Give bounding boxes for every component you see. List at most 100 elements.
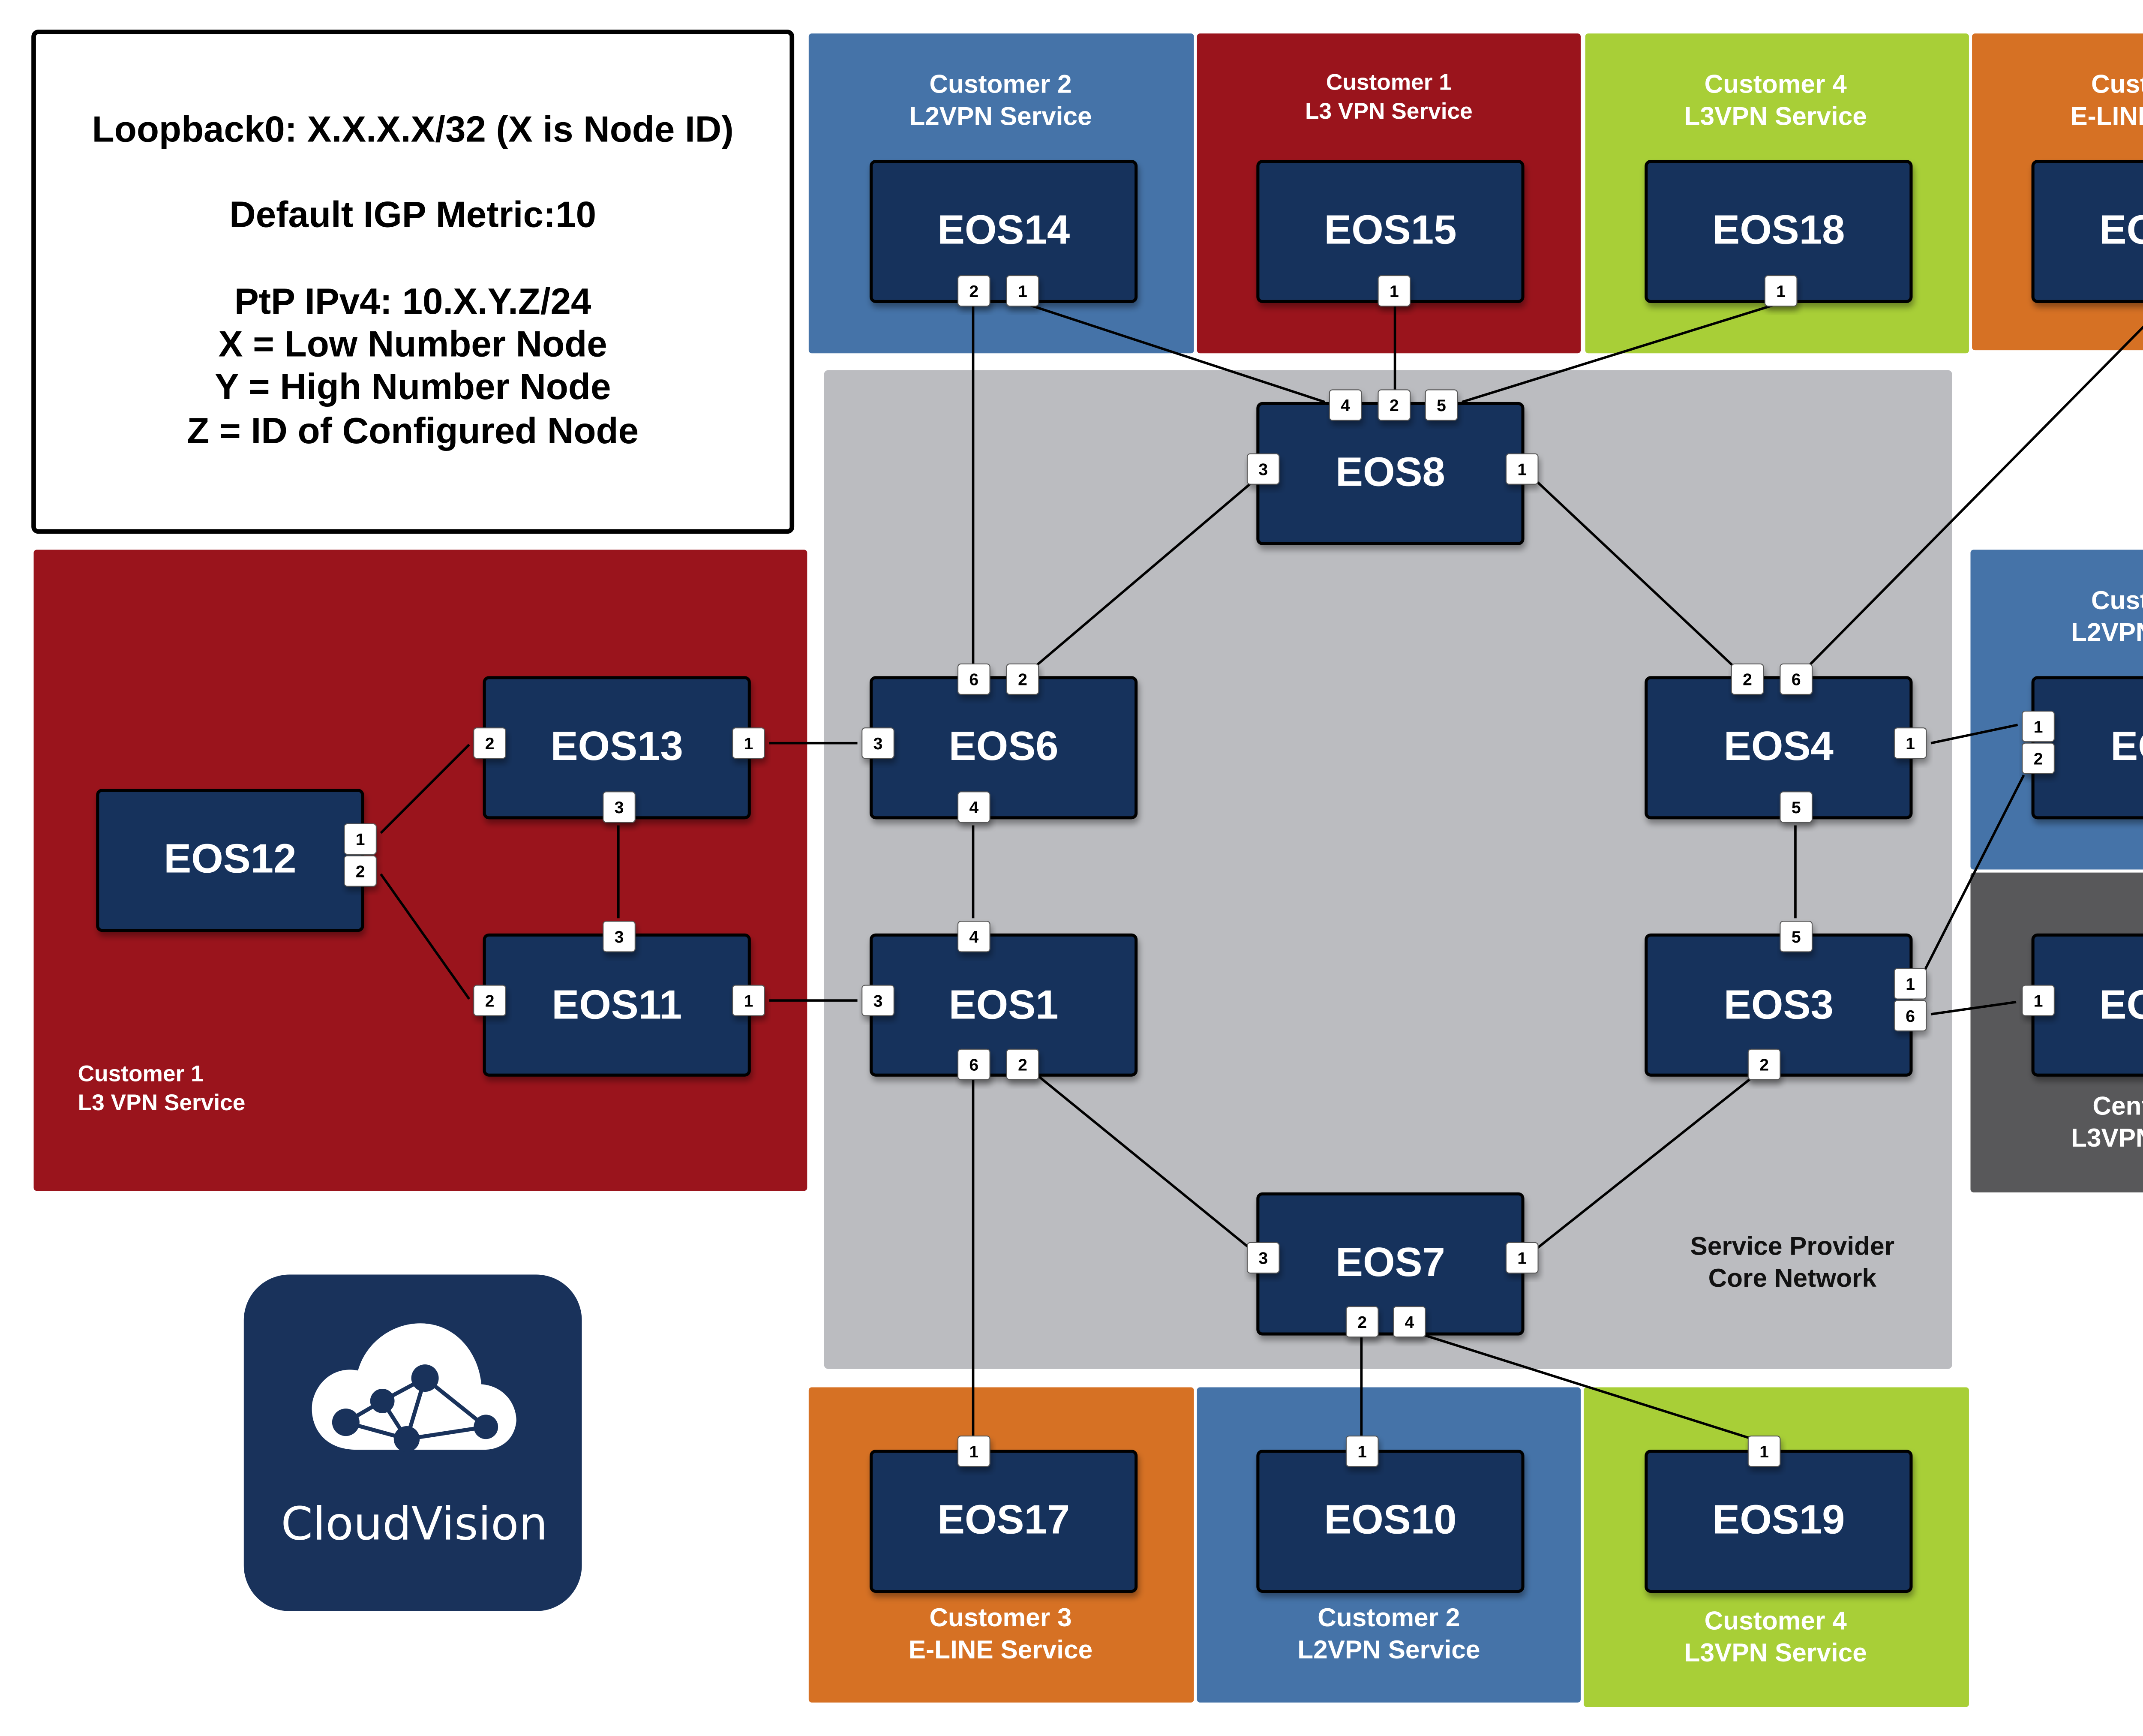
- svg-text:2: 2: [1743, 671, 1752, 689]
- node-label: EOS16: [2099, 207, 2143, 252]
- link-eos12-eos13: [380, 744, 470, 834]
- svg-text:1: 1: [356, 831, 365, 849]
- node-eos12[interactable]: EOS12: [96, 789, 364, 932]
- port-eos13-1[interactable]: 1: [732, 727, 765, 759]
- port-eos11-3[interactable]: 3: [603, 921, 636, 952]
- port-eos1-6[interactable]: 6: [957, 1048, 990, 1080]
- svg-text:6: 6: [1792, 671, 1801, 689]
- port-eos17-1[interactable]: 1: [957, 1436, 990, 1467]
- port-eos7-1[interactable]: 1: [1505, 1242, 1539, 1274]
- panel-label: L2VPN Service: [909, 101, 1092, 130]
- port-eos20-1[interactable]: 1: [2022, 985, 2055, 1016]
- port-eos8-4[interactable]: 4: [1329, 389, 1362, 421]
- svg-text:2: 2: [356, 862, 365, 881]
- node-eos15[interactable]: EOS15: [1256, 160, 1525, 303]
- svg-text:2: 2: [2034, 750, 2043, 768]
- port-eos14-2[interactable]: 2: [957, 275, 990, 307]
- svg-text:4: 4: [1405, 1313, 1414, 1332]
- panel-label: Customer 2: [929, 69, 1072, 99]
- svg-text:6: 6: [969, 671, 978, 689]
- panel-label: Customer 1: [1326, 70, 1452, 95]
- port-eos7-4[interactable]: 4: [1393, 1306, 1426, 1338]
- port-eos15-1[interactable]: 1: [1378, 275, 1411, 307]
- port-eos4-2[interactable]: 2: [1731, 663, 1764, 695]
- port-eos8-5[interactable]: 5: [1425, 389, 1458, 421]
- node-label: EOS9: [2110, 723, 2143, 769]
- node-eos11[interactable]: EOS11: [483, 933, 751, 1077]
- node-eos6[interactable]: EOS6: [869, 676, 1138, 820]
- node-eos17[interactable]: EOS17: [869, 1450, 1138, 1593]
- panel-label: E-LINE Service: [909, 1635, 1093, 1664]
- port-eos8-1[interactable]: 1: [1505, 453, 1539, 485]
- port-eos3-1[interactable]: 1: [1894, 968, 1927, 1000]
- panel-label: Customer 2: [1318, 1603, 1460, 1632]
- svg-text:6: 6: [1906, 1007, 1915, 1026]
- port-eos3-5[interactable]: 5: [1780, 921, 1813, 952]
- node-label: EOS13: [551, 723, 683, 769]
- port-eos9-1[interactable]: 1: [2022, 711, 2055, 742]
- port-eos6-2[interactable]: 2: [1006, 663, 1039, 695]
- svg-text:1: 1: [1517, 460, 1527, 479]
- port-eos6-3[interactable]: 3: [861, 727, 894, 759]
- panel-label: L3VPN Service: [1684, 101, 1867, 130]
- node-eos1[interactable]: EOS1: [869, 933, 1138, 1077]
- panel-label: Centralized: [2092, 1091, 2143, 1120]
- port-eos7-3[interactable]: 3: [1246, 1242, 1280, 1274]
- port-eos13-3[interactable]: 3: [603, 791, 636, 823]
- node-eos20[interactable]: EOS20: [2031, 933, 2143, 1077]
- svg-text:1: 1: [744, 735, 753, 753]
- node-eos18[interactable]: EOS18: [1645, 160, 1913, 303]
- port-eos11-2[interactable]: 2: [473, 985, 506, 1016]
- panel-label: L2VPN Service: [1297, 1635, 1480, 1664]
- svg-text:5: 5: [1437, 396, 1446, 415]
- port-eos12-2[interactable]: 2: [344, 855, 377, 887]
- port-eos12-1[interactable]: 1: [344, 823, 377, 855]
- svg-text:1: 1: [969, 1443, 978, 1461]
- node-eos10[interactable]: EOS10: [1256, 1450, 1525, 1593]
- port-eos8-3[interactable]: 3: [1246, 453, 1280, 485]
- svg-text:1: 1: [1906, 735, 1915, 753]
- svg-text:3: 3: [615, 799, 624, 817]
- port-eos6-6[interactable]: 6: [957, 663, 990, 695]
- port-eos11-1[interactable]: 1: [732, 985, 765, 1016]
- port-eos14-1[interactable]: 1: [1006, 275, 1039, 307]
- link-eos7-eos19: [1425, 1334, 1753, 1440]
- port-eos1-2[interactable]: 2: [1006, 1048, 1039, 1080]
- node-eos4[interactable]: EOS4: [1645, 676, 1913, 820]
- svg-text:3: 3: [873, 735, 883, 753]
- node-eos8[interactable]: EOS8: [1256, 402, 1525, 545]
- port-eos1-3[interactable]: 3: [861, 985, 894, 1016]
- port-eos4-5[interactable]: 5: [1780, 791, 1813, 823]
- port-eos1-4[interactable]: 4: [957, 921, 990, 952]
- port-eos10-1[interactable]: 1: [1345, 1436, 1379, 1467]
- node-eos13[interactable]: EOS13: [483, 676, 751, 820]
- port-eos4-6[interactable]: 6: [1780, 663, 1813, 695]
- port-eos3-2[interactable]: 2: [1747, 1048, 1781, 1080]
- port-eos4-1[interactable]: 1: [1894, 727, 1927, 759]
- panel-label: Customer 4: [1705, 1606, 1847, 1635]
- svg-text:2: 2: [1357, 1313, 1367, 1332]
- port-eos13-2[interactable]: 2: [473, 727, 506, 759]
- link-eos8-eos6: [1030, 480, 1255, 671]
- svg-text:2: 2: [1390, 396, 1399, 415]
- node-eos3[interactable]: EOS3: [1645, 933, 1913, 1077]
- node-eos14[interactable]: EOS14: [869, 160, 1138, 303]
- port-eos18-1[interactable]: 1: [1764, 275, 1798, 307]
- link-eos18-eos8: [1462, 302, 1781, 403]
- panel-label: L2VPN Service: [2071, 618, 2143, 647]
- link-eos3-eos20: [1930, 1000, 2017, 1015]
- node-eos7[interactable]: EOS7: [1256, 1192, 1525, 1336]
- port-eos7-2[interactable]: 2: [1345, 1306, 1379, 1338]
- svg-text:3: 3: [1258, 1249, 1268, 1268]
- node-eos19[interactable]: EOS19: [1645, 1450, 1913, 1593]
- svg-text:3: 3: [1258, 460, 1268, 479]
- port-eos3-6[interactable]: 6: [1894, 1000, 1927, 1032]
- port-eos9-2[interactable]: 2: [2022, 742, 2055, 774]
- node-label: EOS14: [937, 207, 1070, 252]
- port-eos19-1[interactable]: 1: [1747, 1436, 1781, 1467]
- core-network-label: Service Provider: [1690, 1231, 1895, 1260]
- port-eos6-4[interactable]: 4: [957, 791, 990, 823]
- port-eos8-2[interactable]: 2: [1378, 389, 1411, 421]
- node-eos16[interactable]: EOS16: [2031, 160, 2143, 303]
